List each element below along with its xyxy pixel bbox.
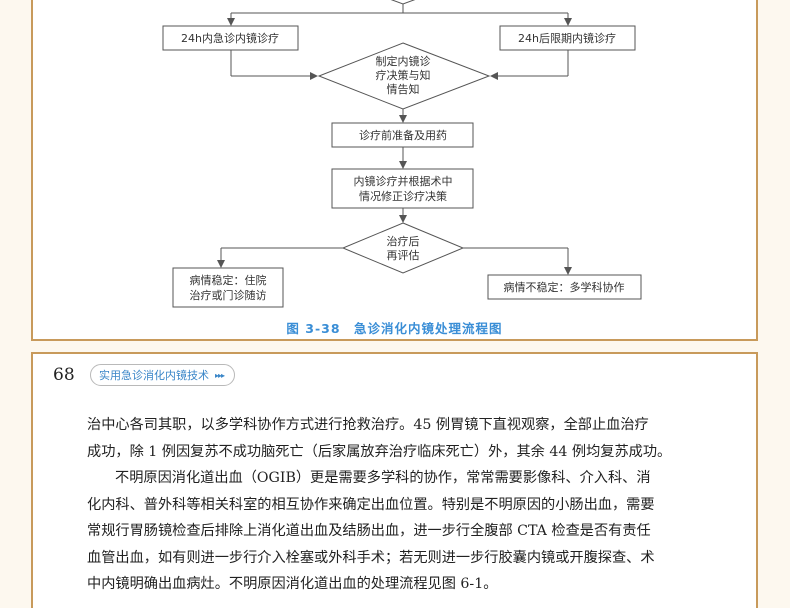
book-title-badge: 实用急诊消化内镜技术 ▸▸▸ [90,364,236,386]
node-endo-line1: 内镜诊疗并根据术中 [354,174,453,188]
paragraph-line: 中内镜明确出血病灶。不明原因消化道出血的处理流程见图 6-1。 [87,576,498,592]
paragraph-line: 成功，除 1 例因复苏不成功脑死亡（后家属放弃治疗临床死亡）外，其余 44 例均… [87,443,672,460]
node-unstable: 病情不稳定：多学科协作 [487,274,642,300]
flowchart: 24h内急诊内镜诊疗 24h后限期内镜诊疗 制定内镜诊 疗决策与知 情告知 [162,0,642,308]
text-panel: 68 实用急诊消化内镜技术 ▸▸▸ 治中心各司其职，以多学科协作方式进行抢救治疗… [31,352,758,608]
paragraph-line: 治中心各司其职，以多学科协作方式进行抢救治疗。45 例胃镜下直视观察，全部止血治… [87,417,649,433]
figure-caption: 图 3-38 急诊消化内镜处理流程图 [286,321,503,336]
node-stable-line1: 病情稳定：住院 [190,273,267,287]
node-stable: 病情稳定：住院 治疗或门诊随访 [172,267,284,308]
paragraph-line: 不明原因消化道出血（OGIB）更是需要多学科的协作，常常需要影像科、介入科、消 [115,470,651,486]
paragraph-line: 常规行胃肠镜检查后排除上消化道出血及结肠出血，进一步行全腹部 CTA 检查是否有… [87,523,651,539]
paragraph-line: 化内科、普外科等相关科室的相互协作来确定出血位置。特别是不明原因的小肠出血，需要 [87,496,655,513]
top-decision-partial [390,0,416,5]
node-unstable-label: 病情不稳定：多学科协作 [504,280,625,294]
node-prep-label: 诊疗前准备及用药 [359,128,447,142]
decision2-line2: 再评估 [387,249,420,262]
node-left-label: 24h内急诊内镜诊疗 [181,31,279,45]
node-emergency-endoscopy: 24h内急诊内镜诊疗 [162,25,299,51]
node-right-label: 24h后限期内镜诊疗 [518,31,616,45]
page-number: 68 [53,365,75,385]
flowchart-panel: 24h内急诊内镜诊疗 24h后限期内镜诊疗 制定内镜诊 疗决策与知 情告知 [31,0,758,341]
decision1-line1: 制定内镜诊 [376,54,431,68]
node-endo-line2: 情况修正诊疗决策 [359,189,447,203]
node-scheduled-endoscopy: 24h后限期内镜诊疗 [499,25,636,51]
decision1-line2: 疗决策与知 [376,68,431,82]
decision1-line3: 情告知 [387,82,420,96]
decision2-line1: 治疗后 [387,234,420,248]
node-stable-line2: 治疗或门诊随访 [190,288,267,302]
node-endoscopy-treatment: 内镜诊疗并根据术中 情况修正诊疗决策 [331,168,474,209]
decision-reassessment: 治疗后 再评估 [341,222,465,274]
book-title: 实用急诊消化内镜技术 [99,369,209,382]
arrow-triple-icon: ▸▸▸ [215,370,225,380]
node-preparation: 诊疗前准备及用药 [331,122,474,148]
decision-endoscopy-plan: 制定内镜诊 疗决策与知 情告知 [317,42,491,110]
body-text: 治中心各司其职，以多学科协作方式进行抢救治疗。45 例胃镜下直视观察，全部止血治… [87,412,742,598]
paragraph-line: 血管出血，如有则进一步行介入栓塞或外科手术；若无则进一步行胶囊内镜或开腹探查、术 [87,549,655,566]
